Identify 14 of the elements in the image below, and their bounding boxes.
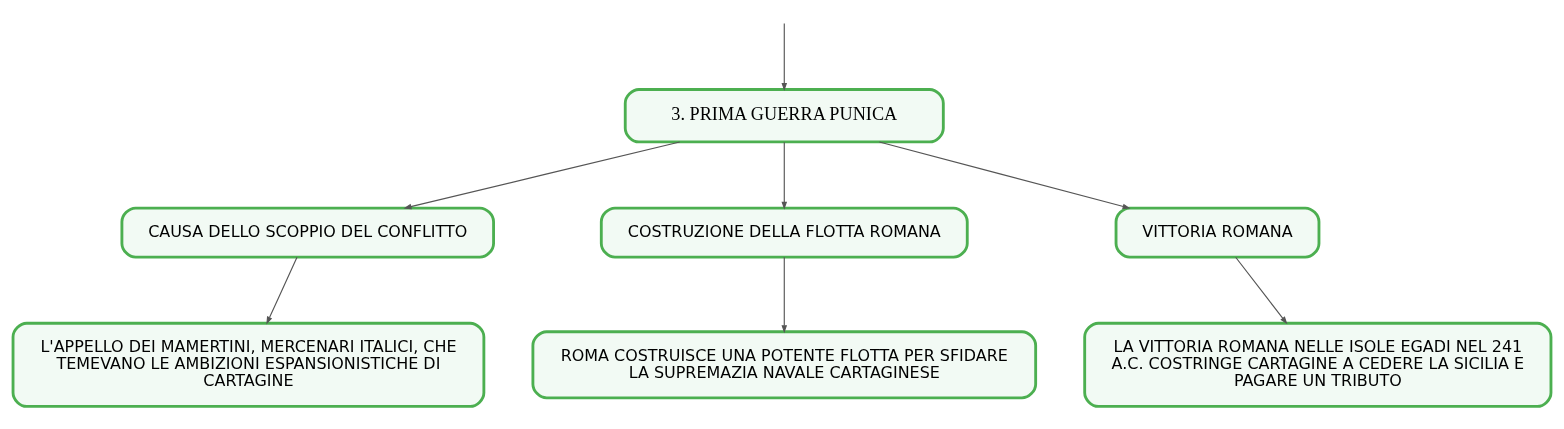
node-box: 3. PRIMA GUERRA PUNICA bbox=[623, 88, 945, 144]
node-box: LA VITTORIA ROMANA NELLE ISOLE EGADI NEL 241 A.C. COSTRINGE CARTAGINE A CEDERE LA SICILIA E PAGARE UN TRIBUTO bbox=[1083, 321, 1553, 408]
arrow bbox=[403, 141, 681, 210]
node-box: ROMA COSTRUISCE UNA POTENTE FLOTTA PER SFIDARE LA SUPREMAZIA NAVALE CARTAGINESE bbox=[531, 330, 1038, 400]
arrow bbox=[781, 22, 788, 92]
arrow bbox=[781, 141, 788, 210]
node-box: COSTRUZIONE DELLA FLOTTA ROMANA bbox=[599, 206, 969, 259]
node-box: CAUSA DELLO SCOPPIO DEL CONFLITTO bbox=[120, 206, 495, 259]
arrow bbox=[1235, 256, 1288, 325]
arrow bbox=[781, 256, 788, 334]
arrow bbox=[878, 141, 1131, 210]
node-box: L'APPELLO DEI MAMERTINI, MERCENARI ITALICI, CHE TEMEVANO LE AMBIZIONI ESPANSIONISTICHE DI CARTAGINE bbox=[11, 321, 486, 408]
arrow bbox=[266, 256, 298, 325]
node-box: VITTORIA ROMANA bbox=[1114, 206, 1321, 259]
